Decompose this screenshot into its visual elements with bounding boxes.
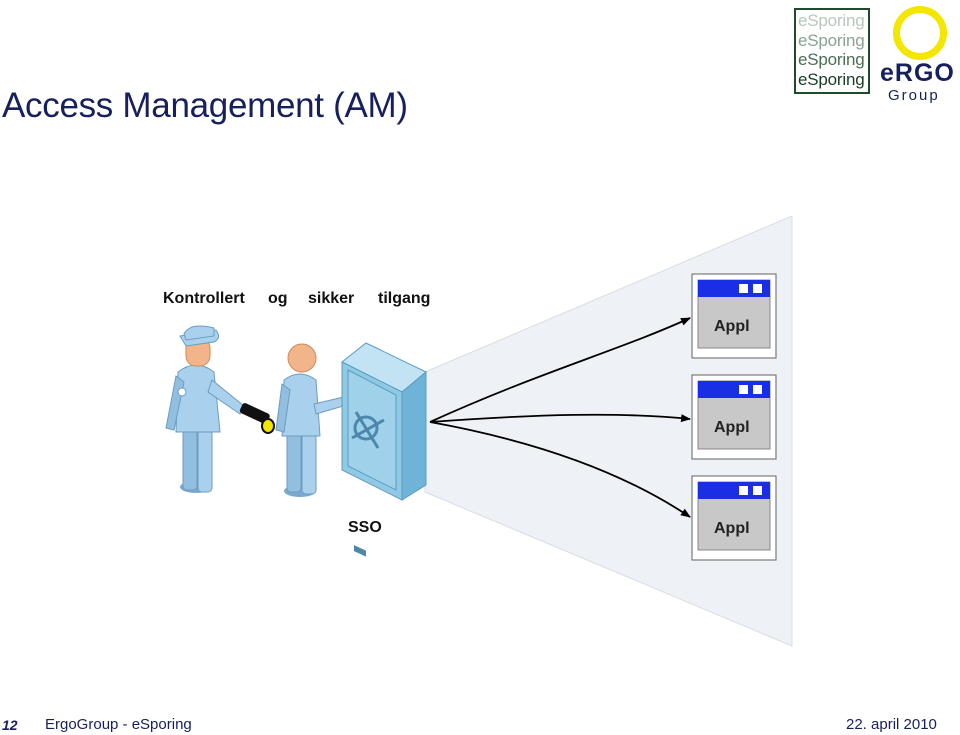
user-figure (275, 343, 356, 497)
footer-text: ErgoGroup - eSporing (45, 716, 192, 733)
app-window-3: Appl (691, 475, 777, 561)
esporing-logo: eSporing eSporing eSporing eSporing (794, 8, 870, 94)
safe-icon (341, 342, 427, 557)
caption-word-sikker: sikker (308, 290, 354, 307)
footer-date: 22. april 2010 (846, 716, 937, 733)
sso-label: SSO (348, 519, 382, 536)
app-window-2: Appl (691, 374, 777, 460)
app-label: Appl (714, 318, 750, 335)
ergo-logo-group-text: Group (888, 87, 940, 104)
ergo-logo-ring (893, 6, 947, 60)
app-label: Appl (714, 520, 750, 537)
esporing-logo-line: eSporing (798, 69, 865, 89)
app-label: Appl (714, 419, 750, 436)
ergo-logo-wordmark: eRGO (880, 59, 955, 87)
arrow-to-app-1 (429, 317, 691, 423)
caption-word-og: og (268, 290, 288, 307)
esporing-logo-line: eSporing (798, 50, 865, 69)
guard-figure (165, 325, 245, 493)
esporing-logo-line: eSporing (798, 30, 865, 50)
arrow-to-app-3 (429, 421, 691, 518)
page-title: Access Management (AM) (2, 86, 408, 125)
page-number: 12 (2, 717, 18, 733)
caption-word-kontrollert: Kontrollert (163, 290, 245, 307)
esporing-logo-line: eSporing (798, 11, 865, 30)
arrow-to-app-2 (429, 413, 691, 423)
caption-word-tilgang: tilgang (378, 290, 430, 307)
flashlight-icon (239, 403, 275, 434)
app-window-1: Appl (691, 273, 777, 359)
